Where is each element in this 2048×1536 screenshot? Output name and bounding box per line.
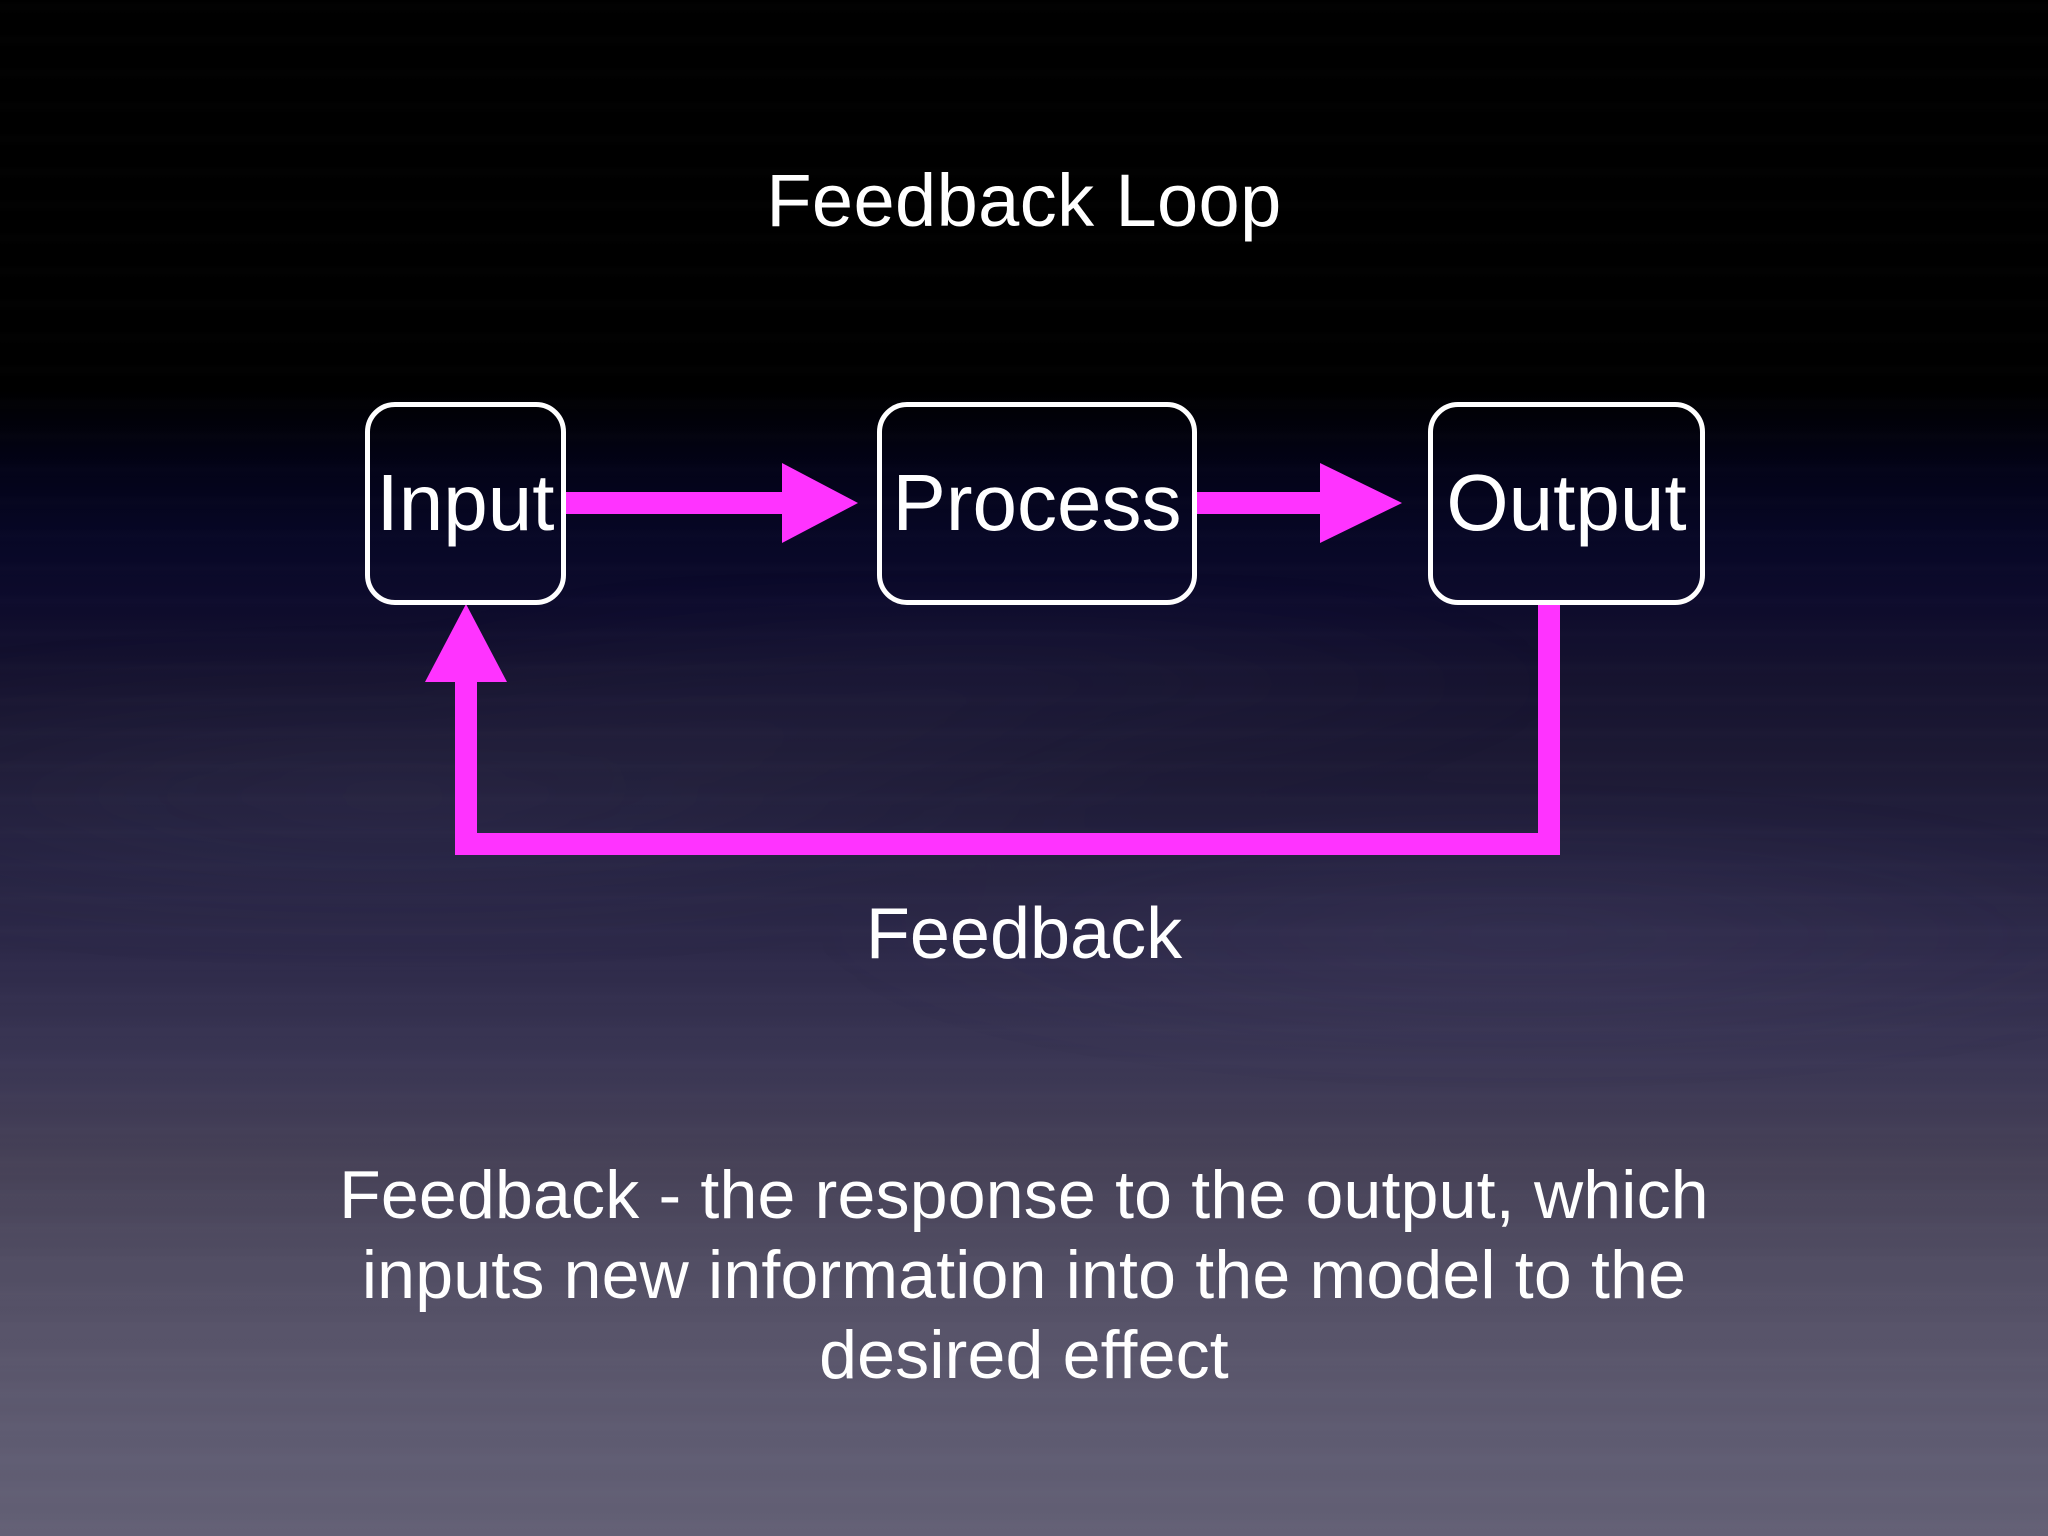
diagram-node-input[interactable] (365, 402, 566, 605)
diagram-node-output[interactable] (1428, 402, 1705, 605)
diagram-node-label-output: Output (1446, 458, 1687, 547)
page-title: Feedback Loop (766, 159, 1282, 242)
caption-line-3: desired effect (819, 1317, 1229, 1394)
diagram-node-label-process: Process (892, 458, 1182, 547)
diagram-node-process[interactable] (877, 402, 1197, 605)
arrow-feedback-loop (425, 604, 1560, 855)
arrow-process-to-output (1197, 463, 1402, 543)
diagram-node-label-input: Input (376, 458, 555, 547)
diagram-edge-label-feedback: Feedback (865, 894, 1183, 974)
caption-block: Feedback - the response to the output, w… (210, 1155, 1838, 1396)
caption-line-2: inputs new information into the model to… (361, 1237, 1687, 1314)
arrow-input-to-process (566, 463, 858, 543)
caption-line-1: Feedback - the response to the output, w… (339, 1157, 1709, 1233)
